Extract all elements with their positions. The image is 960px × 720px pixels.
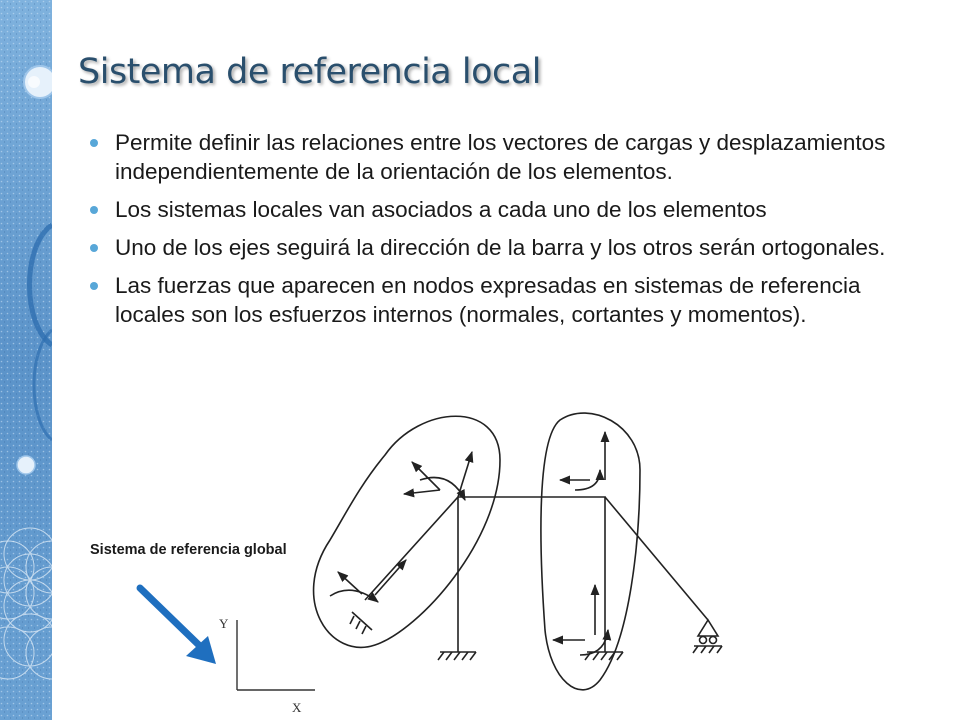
bullet-text: Los sistemas locales van asociados a cad… [115, 197, 767, 222]
structure-frame-diagram: Y X [219, 412, 723, 715]
bullet-text: Las fuerzas que aparecen en nodos expres… [115, 273, 861, 327]
pointer-arrow-icon [136, 584, 216, 664]
inclined-bar [604, 496, 709, 621]
decorative-side-band [0, 0, 52, 720]
bullet-dot [90, 282, 98, 290]
slide-title: Sistema de referencia local [78, 52, 541, 92]
axis-y-label: Y [219, 616, 229, 631]
global-reference-label: Sistema de referencia global [90, 542, 287, 558]
bullet-dot [90, 139, 98, 147]
bullet-list: Permite definir las relaciones entre los… [88, 128, 928, 338]
bullet-dot [90, 244, 98, 252]
global-axes-icon [236, 620, 315, 691]
element-boundary-right [540, 412, 641, 691]
bullet-text: Uno de los ejes seguirá la dirección de … [115, 235, 886, 260]
frame-bars [364, 494, 459, 652]
bullet-text: Permite definir las relaciones entre los… [115, 130, 886, 184]
axis-x-label: X [292, 700, 302, 715]
element-boundary-left [312, 415, 501, 648]
decorative-flower-pattern [0, 527, 52, 680]
decorative-bubble [16, 455, 36, 475]
bullet-item: Uno de los ejes seguirá la dirección de … [88, 233, 928, 262]
bullet-item: Las fuerzas que aparecen en nodos expres… [88, 271, 928, 329]
frame-beam [458, 496, 606, 652]
bullet-dot [90, 206, 98, 214]
bullet-item: Permite definir las relaciones entre los… [88, 128, 928, 186]
bullet-item: Los sistemas locales van asociados a cad… [88, 195, 928, 224]
